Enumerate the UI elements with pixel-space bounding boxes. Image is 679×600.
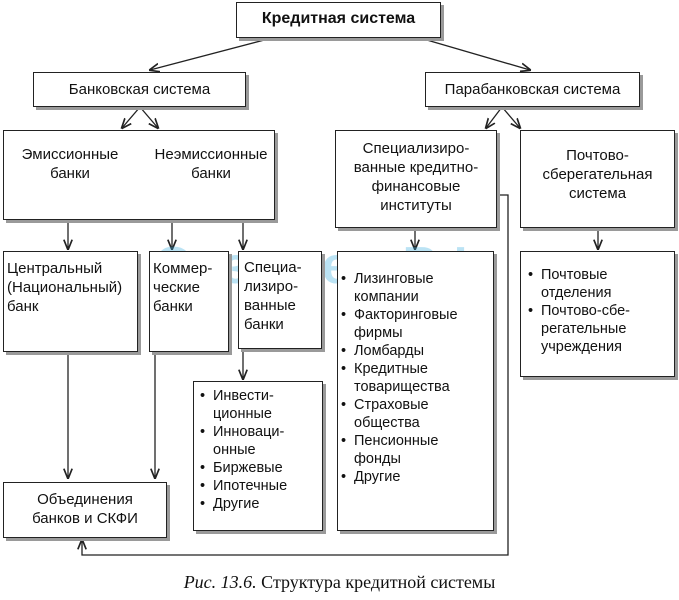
- parabanking-system-title: Парабанковская система: [444, 81, 621, 98]
- arrow-parabanking-to-institutes: [486, 106, 503, 128]
- institutes-label: Специализиро-ванные кредитно- финансовые…: [353, 140, 479, 214]
- list-item: Инвести-ционные: [200, 387, 322, 423]
- arrow-loop-to-unions: [82, 194, 509, 556]
- caption-text: Структура кредитной системы: [261, 572, 496, 592]
- arrow-root-to-parabanking: [419, 37, 530, 70]
- list-item: Другие: [341, 468, 491, 486]
- arrow-parabanking-to-postal: [501, 106, 520, 128]
- banking-system-box: [33, 72, 246, 107]
- commercial-banks-box: [149, 251, 229, 352]
- arrow-banking-to-emission: [122, 106, 141, 128]
- unions-box: [3, 482, 167, 538]
- root-box: [236, 2, 441, 38]
- postal-system-label: Почтово-сберегательная система: [542, 147, 653, 202]
- specialized-banks-box: [238, 251, 322, 349]
- list-item: Биржевые: [200, 459, 322, 477]
- banking-system-title: Банковская система: [68, 81, 211, 98]
- commercial-banks-label: Коммер-ческие банки: [153, 260, 213, 315]
- institutes-box: [335, 130, 497, 228]
- list-item: Другие: [200, 495, 322, 513]
- postal-system-box: [520, 130, 675, 228]
- list-item: Инноваци-онные: [200, 423, 322, 459]
- caption-prefix: Рис. 13.6.: [183, 572, 257, 592]
- root-title: Кредитная система: [261, 10, 416, 27]
- parabanking-system-box: [425, 72, 640, 107]
- central-bank-box: [3, 251, 138, 352]
- specialized-types-list: Инвести-ционные Инноваци-онные Биржевые …: [200, 387, 322, 513]
- list-item: Ломбарды: [341, 342, 491, 360]
- arrow-banking-to-nonemission: [139, 106, 158, 128]
- central-bank-label: Центральный(Национальный) банк: [7, 260, 123, 315]
- figure-caption: Рис. 13.6. Структура кредитной системы: [0, 572, 679, 593]
- emission-banks-box: [3, 130, 275, 220]
- list-item: Ипотечные: [200, 477, 322, 495]
- arrow-root-to-banking: [150, 37, 273, 70]
